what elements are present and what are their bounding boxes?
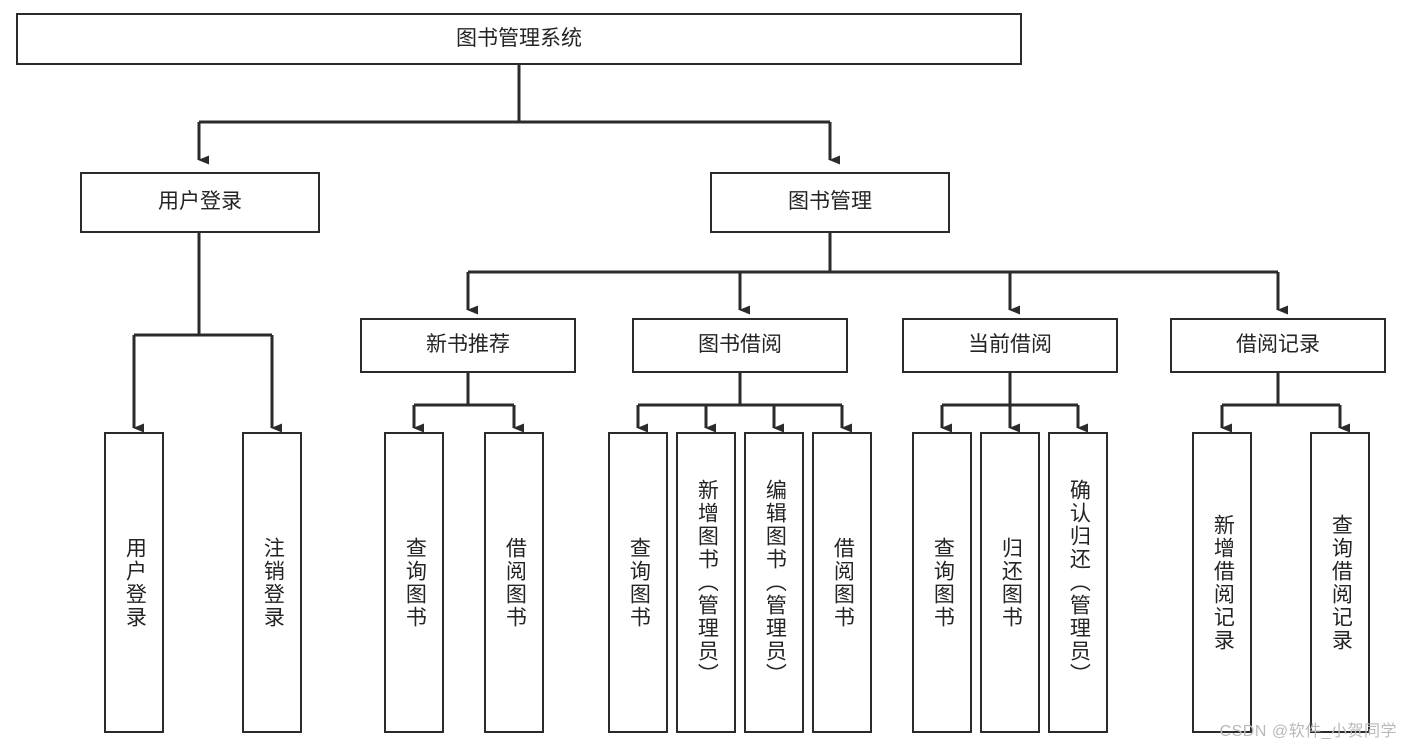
node-book-mgmt[interactable]: 图书管理 <box>710 172 950 233</box>
node-leaf-edit-book-label: 编辑图书（管理员） <box>763 479 787 686</box>
node-leaf-edit-book[interactable]: 编辑图书（管理员） <box>744 432 804 733</box>
node-leaf-query-book-2-label: 查询图书 <box>627 536 651 629</box>
node-leaf-return-book[interactable]: 归还图书 <box>980 432 1040 733</box>
node-leaf-logout[interactable]: 注销登录 <box>242 432 302 733</box>
node-book-borrow-label: 图书借阅 <box>698 333 782 357</box>
node-leaf-user-login[interactable]: 用户登录 <box>104 432 164 733</box>
node-leaf-user-login-label: 用户登录 <box>123 536 147 629</box>
node-book-mgmt-label: 图书管理 <box>788 190 872 214</box>
node-new-book-rec-label: 新书推荐 <box>426 333 510 357</box>
node-leaf-borrow-book-1[interactable]: 借阅图书 <box>484 432 544 733</box>
node-leaf-borrow-book-1-label: 借阅图书 <box>503 536 527 629</box>
node-leaf-query-book-2[interactable]: 查询图书 <box>608 432 668 733</box>
node-leaf-logout-label: 注销登录 <box>261 536 285 629</box>
node-borrow-record[interactable]: 借阅记录 <box>1170 318 1386 373</box>
node-user-login[interactable]: 用户登录 <box>80 172 320 233</box>
node-current-borrow-label: 当前借阅 <box>968 333 1052 357</box>
node-leaf-borrow-book-2[interactable]: 借阅图书 <box>812 432 872 733</box>
node-leaf-query-record[interactable]: 查询借阅记录 <box>1310 432 1370 733</box>
node-leaf-query-record-label: 查询借阅记录 <box>1329 513 1353 652</box>
node-leaf-add-record[interactable]: 新增借阅记录 <box>1192 432 1252 733</box>
node-current-borrow[interactable]: 当前借阅 <box>902 318 1118 373</box>
node-leaf-query-book-3-label: 查询图书 <box>931 536 955 629</box>
node-leaf-add-book[interactable]: 新增图书（管理员） <box>676 432 736 733</box>
node-user-login-label: 用户登录 <box>158 190 242 214</box>
node-leaf-borrow-book-2-label: 借阅图书 <box>831 536 855 629</box>
watermark: CSDN @软件_小贺同学 <box>1219 723 1397 740</box>
node-root-label: 图书管理系统 <box>456 26 582 50</box>
node-book-borrow[interactable]: 图书借阅 <box>632 318 848 373</box>
node-leaf-return-book-label: 归还图书 <box>999 536 1023 629</box>
node-leaf-query-book-3[interactable]: 查询图书 <box>912 432 972 733</box>
node-leaf-add-record-label: 新增借阅记录 <box>1211 513 1235 652</box>
node-borrow-record-label: 借阅记录 <box>1236 333 1320 357</box>
node-leaf-add-book-label: 新增图书（管理员） <box>695 479 719 686</box>
node-leaf-confirm-return[interactable]: 确认归还（管理员） <box>1048 432 1108 733</box>
node-leaf-query-book-1-label: 查询图书 <box>403 536 427 629</box>
node-root[interactable]: 图书管理系统 <box>16 13 1022 65</box>
node-new-book-rec[interactable]: 新书推荐 <box>360 318 576 373</box>
node-leaf-confirm-return-label: 确认归还（管理员） <box>1067 479 1091 686</box>
node-leaf-query-book-1[interactable]: 查询图书 <box>384 432 444 733</box>
